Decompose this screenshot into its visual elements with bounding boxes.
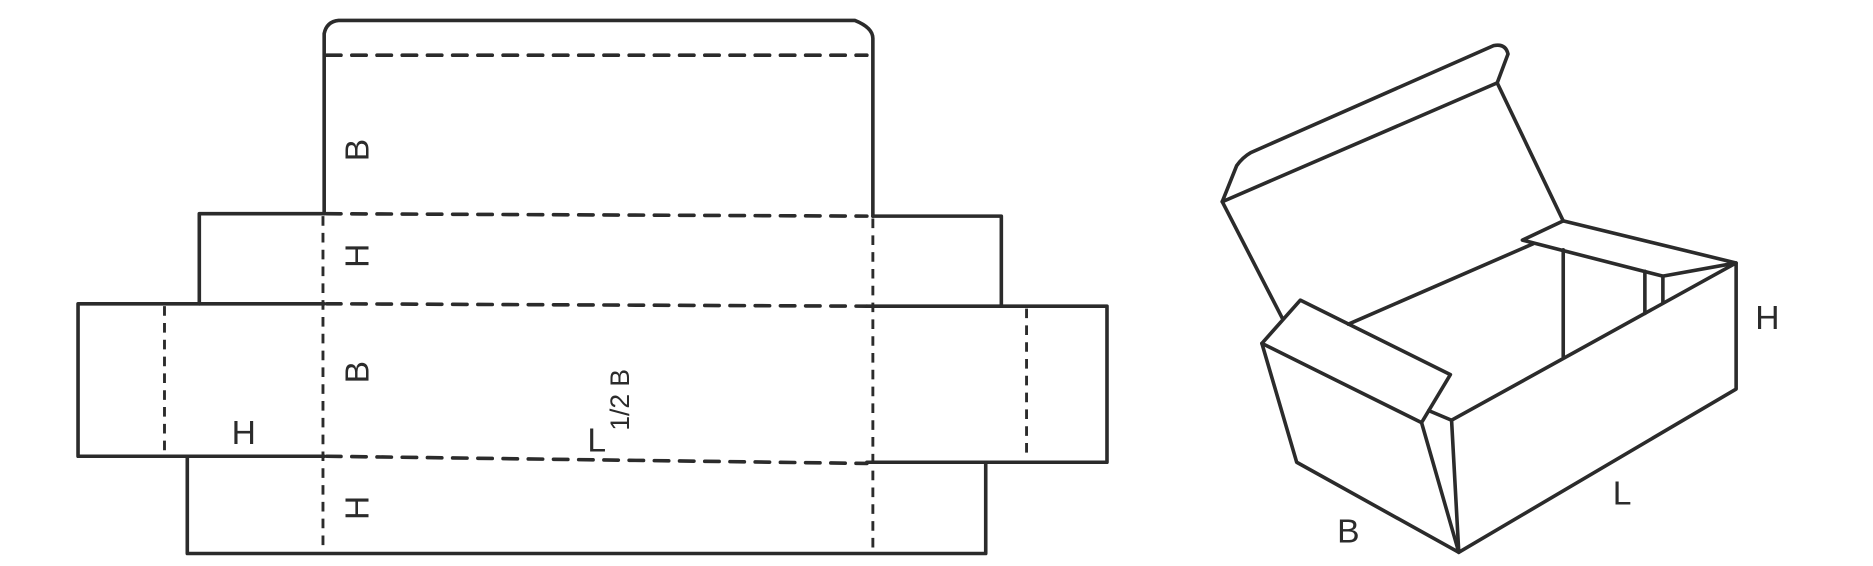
fold-line-lid xyxy=(324,211,869,218)
flat-dieline: B H B H H L 1/2 B xyxy=(76,18,1109,556)
top-lid-outline xyxy=(322,18,875,218)
label-upper-side-h: H xyxy=(340,244,377,268)
back-hinge-flap xyxy=(1520,219,1738,278)
front-wall-panel xyxy=(185,454,988,556)
label-height-h: H xyxy=(1755,300,1779,337)
label-base-panel-b: B xyxy=(340,361,377,383)
front-dust-flap xyxy=(1260,298,1453,425)
assembled-box-3d: H L B xyxy=(1220,43,1779,555)
lid-panel xyxy=(1220,81,1566,223)
upper-right-dust-flap xyxy=(871,214,1004,308)
inner-back-edge xyxy=(1346,241,1536,326)
fold-line-back-wall xyxy=(324,301,869,308)
label-breadth-b: B xyxy=(1337,514,1359,551)
label-lower-side-h: H xyxy=(340,496,377,520)
short-side-wall xyxy=(1260,341,1461,555)
fold-line-front-wall xyxy=(324,454,869,466)
corner-link xyxy=(1426,408,1454,423)
right-end-panel xyxy=(865,304,1109,465)
upper-left-dust-flap xyxy=(197,211,326,306)
label-length-l: L xyxy=(587,422,606,459)
left-end-panel xyxy=(76,301,326,459)
label-top-panel-b: B xyxy=(340,139,377,161)
lid-side-edge xyxy=(1220,199,1285,320)
label-end-flap-h: H xyxy=(232,415,256,452)
label-length-l-3d: L xyxy=(1613,475,1632,512)
long-side-wall xyxy=(1449,261,1738,555)
lid-tuck-flap xyxy=(1220,43,1510,204)
label-half-b: 1/2 B xyxy=(605,369,635,431)
